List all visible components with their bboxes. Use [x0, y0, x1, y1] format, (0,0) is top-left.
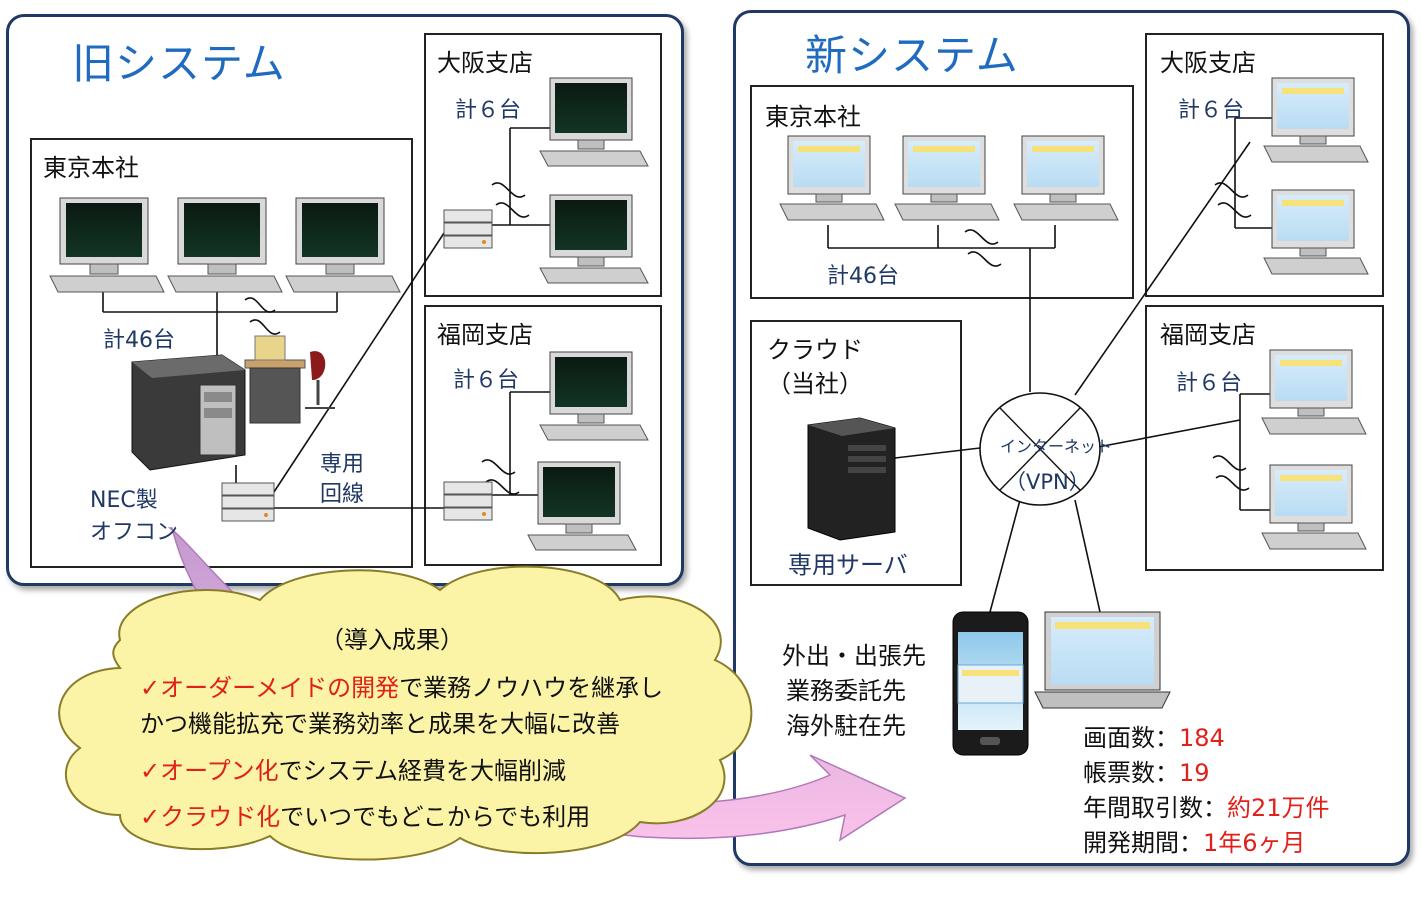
- result-item-2-highlight: オープン化: [160, 757, 279, 785]
- old-osaka-count: 計６台: [455, 98, 522, 123]
- new-fukuoka-title: 福岡支店: [1160, 321, 1256, 349]
- operator-desk: [244, 335, 335, 424]
- stat-dev-period-value: 1年6ヶ月: [1203, 829, 1306, 857]
- laptop: [1034, 611, 1171, 709]
- mainframe-label-1: NEC製: [90, 488, 158, 513]
- old-tokyo-title: 東京本社: [43, 154, 139, 182]
- stat-screens-label: 画面数：: [1083, 724, 1179, 752]
- mainframe-label-2: オフコン: [90, 520, 179, 545]
- leased-line-label-1: 専用: [320, 452, 365, 477]
- routers: [221, 209, 493, 522]
- new-terminals: [779, 77, 1369, 550]
- stat-dev-period-label: 開発期間：: [1083, 829, 1203, 857]
- cloud-title-1: クラウド: [767, 336, 863, 364]
- result-check-3: ✓: [140, 803, 161, 831]
- results-title: （導入成果）: [320, 626, 464, 654]
- result-item-1-line2: かつ機能拡充で業務効率と成果を大幅に改善: [140, 710, 620, 738]
- cloud-server: [807, 417, 896, 541]
- results-cloud: [58, 565, 753, 861]
- old-osaka-title: 大阪支店: [437, 49, 533, 77]
- new-osaka-count: 計６台: [1178, 98, 1245, 123]
- new-fukuoka-count: 計６台: [1176, 371, 1243, 396]
- stat-reports-label: 帳票数：: [1083, 759, 1179, 787]
- new-tokyo-title: 東京本社: [765, 103, 861, 131]
- internet-label-2: （VPN）: [1005, 470, 1090, 494]
- stat-screens-value: 184: [1179, 724, 1225, 752]
- new-system-title: 新システム: [805, 31, 1019, 80]
- old-fukuoka-title: 福岡支店: [437, 321, 533, 349]
- leased-line-label-2: 回線: [320, 482, 365, 507]
- cloud-server-label: 専用サーバ: [788, 551, 908, 579]
- internet-node: [979, 392, 1101, 506]
- cloud-title-2: （当社）: [767, 370, 863, 398]
- result-item-3-highlight: クラウド化: [160, 803, 281, 831]
- result-item-2: ✓オープン化でシステム経費を大幅削減: [140, 751, 566, 786]
- stat-dev-period: 開発期間：1年6ヶ月: [1083, 823, 1306, 858]
- mobile-label-1: 外出・出張先: [782, 642, 926, 670]
- result-item-2-text: でシステム経費を大幅削減: [278, 757, 566, 785]
- old-tokyo-count: 計46台: [103, 328, 175, 353]
- stat-reports-value: 19: [1179, 759, 1210, 787]
- smartphone: [952, 611, 1029, 756]
- result-check-2: ✓: [140, 757, 161, 785]
- old-system-title: 旧システム: [72, 39, 286, 88]
- result-item-1-text: で業務ノウハウを継承し: [399, 674, 664, 702]
- new-fukuoka-box: [1145, 305, 1384, 571]
- new-osaka-title: 大阪支店: [1160, 49, 1256, 77]
- stat-reports: 帳票数：19: [1083, 753, 1210, 788]
- internet-label-1: インターネット: [1000, 437, 1113, 456]
- stat-screens: 画面数：184: [1083, 718, 1225, 753]
- result-item-1-highlight: オーダーメイドの開発: [160, 674, 400, 702]
- stat-transactions-label: 年間取引数：: [1083, 794, 1227, 822]
- mobile-label-2: 業務委託先: [786, 677, 906, 705]
- stat-transactions: 年間取引数：約21万件: [1083, 788, 1330, 823]
- old-fukuoka-count: 計６台: [453, 368, 520, 393]
- mainframe-tower: [131, 354, 246, 471]
- result-item-1: ✓オーダーメイドの開発で業務ノウハウを継承し: [140, 668, 663, 703]
- result-check-1: ✓: [140, 674, 161, 702]
- stat-transactions-value: 約21万件: [1227, 794, 1330, 822]
- new-osaka-box: [1145, 33, 1384, 297]
- old-terminals: [49, 77, 649, 551]
- result-item-3: ✓クラウド化でいつでもどこからでも利用: [140, 797, 590, 832]
- new-tokyo-count: 計46台: [827, 264, 899, 289]
- mobile-label-3: 海外駐在先: [786, 712, 906, 740]
- result-item-3-text: でいつでもどこからでも利用: [280, 803, 591, 831]
